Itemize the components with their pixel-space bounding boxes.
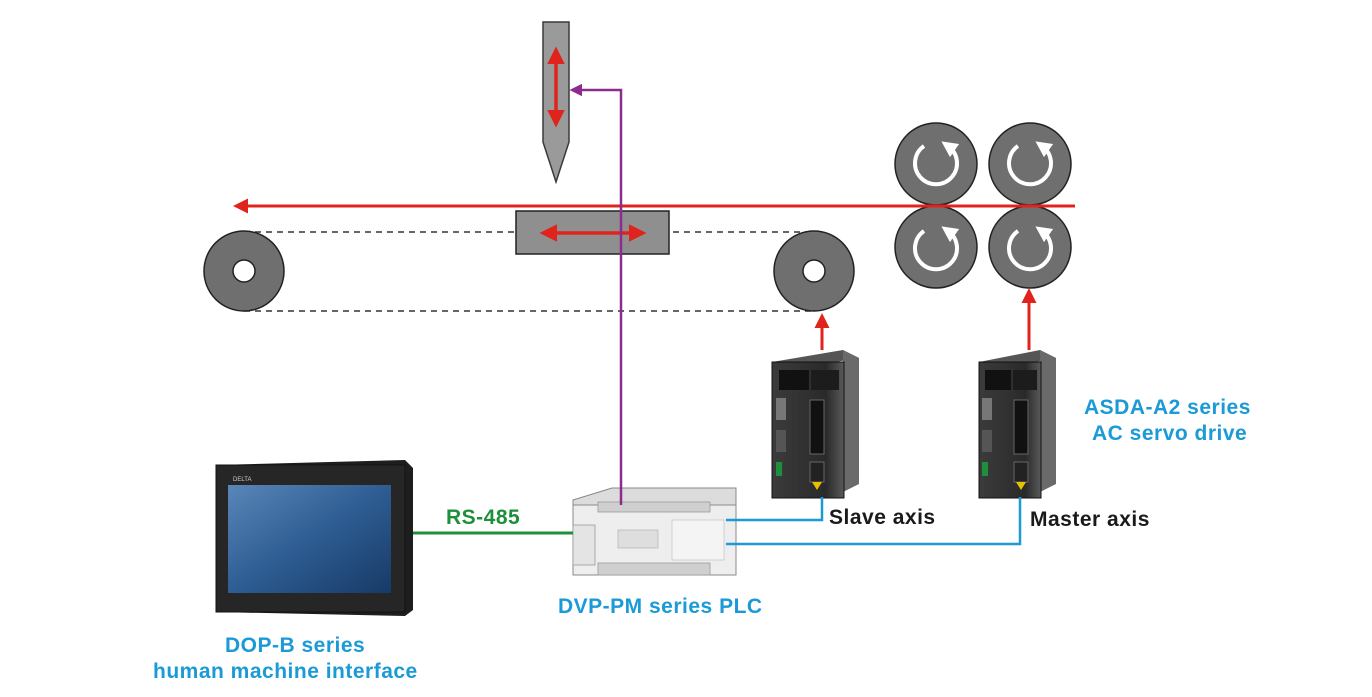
slave-servo-link	[726, 497, 824, 522]
conveyor-belt	[244, 231, 814, 312]
master-servo-link	[726, 497, 1022, 546]
servo-drive-icon	[978, 350, 1056, 499]
knife-icon	[542, 21, 570, 185]
master-axis-label: Master axis	[1030, 508, 1150, 531]
slave-axis-label: Slave axis	[829, 506, 936, 529]
plc-to-knife-link	[569, 83, 623, 505]
roller-icon	[773, 230, 855, 312]
rotate-clockwise-icon	[1007, 141, 1054, 187]
rs485-label: RS-485	[446, 506, 521, 529]
moving-table	[515, 210, 670, 255]
rotate-counterclockwise-icon	[1007, 226, 1054, 272]
feed-roller-bottom-right	[988, 205, 1072, 289]
servo-drive-icon	[771, 350, 859, 499]
servo-label-line1: ASDA-A2 series	[1084, 396, 1251, 419]
hmi-label-line1: DOP-B series	[225, 634, 366, 657]
plc-label: DVP-PM series PLC	[558, 595, 763, 618]
feed-roller-top-right	[988, 122, 1072, 206]
hmi-brand-text: DELTA	[233, 477, 251, 483]
plc-icon	[572, 487, 737, 576]
hmi-label-line2: human machine interface	[153, 660, 418, 683]
roller-icon	[203, 230, 285, 312]
feed-roller-bottom-left	[894, 205, 978, 289]
servo-label-line2: AC servo drive	[1092, 422, 1248, 445]
rotate-clockwise-icon	[913, 141, 960, 187]
feed-roller-top-left	[894, 122, 978, 206]
hmi-panel-icon: DELTA	[215, 460, 413, 616]
rotate-counterclockwise-icon	[913, 226, 960, 272]
